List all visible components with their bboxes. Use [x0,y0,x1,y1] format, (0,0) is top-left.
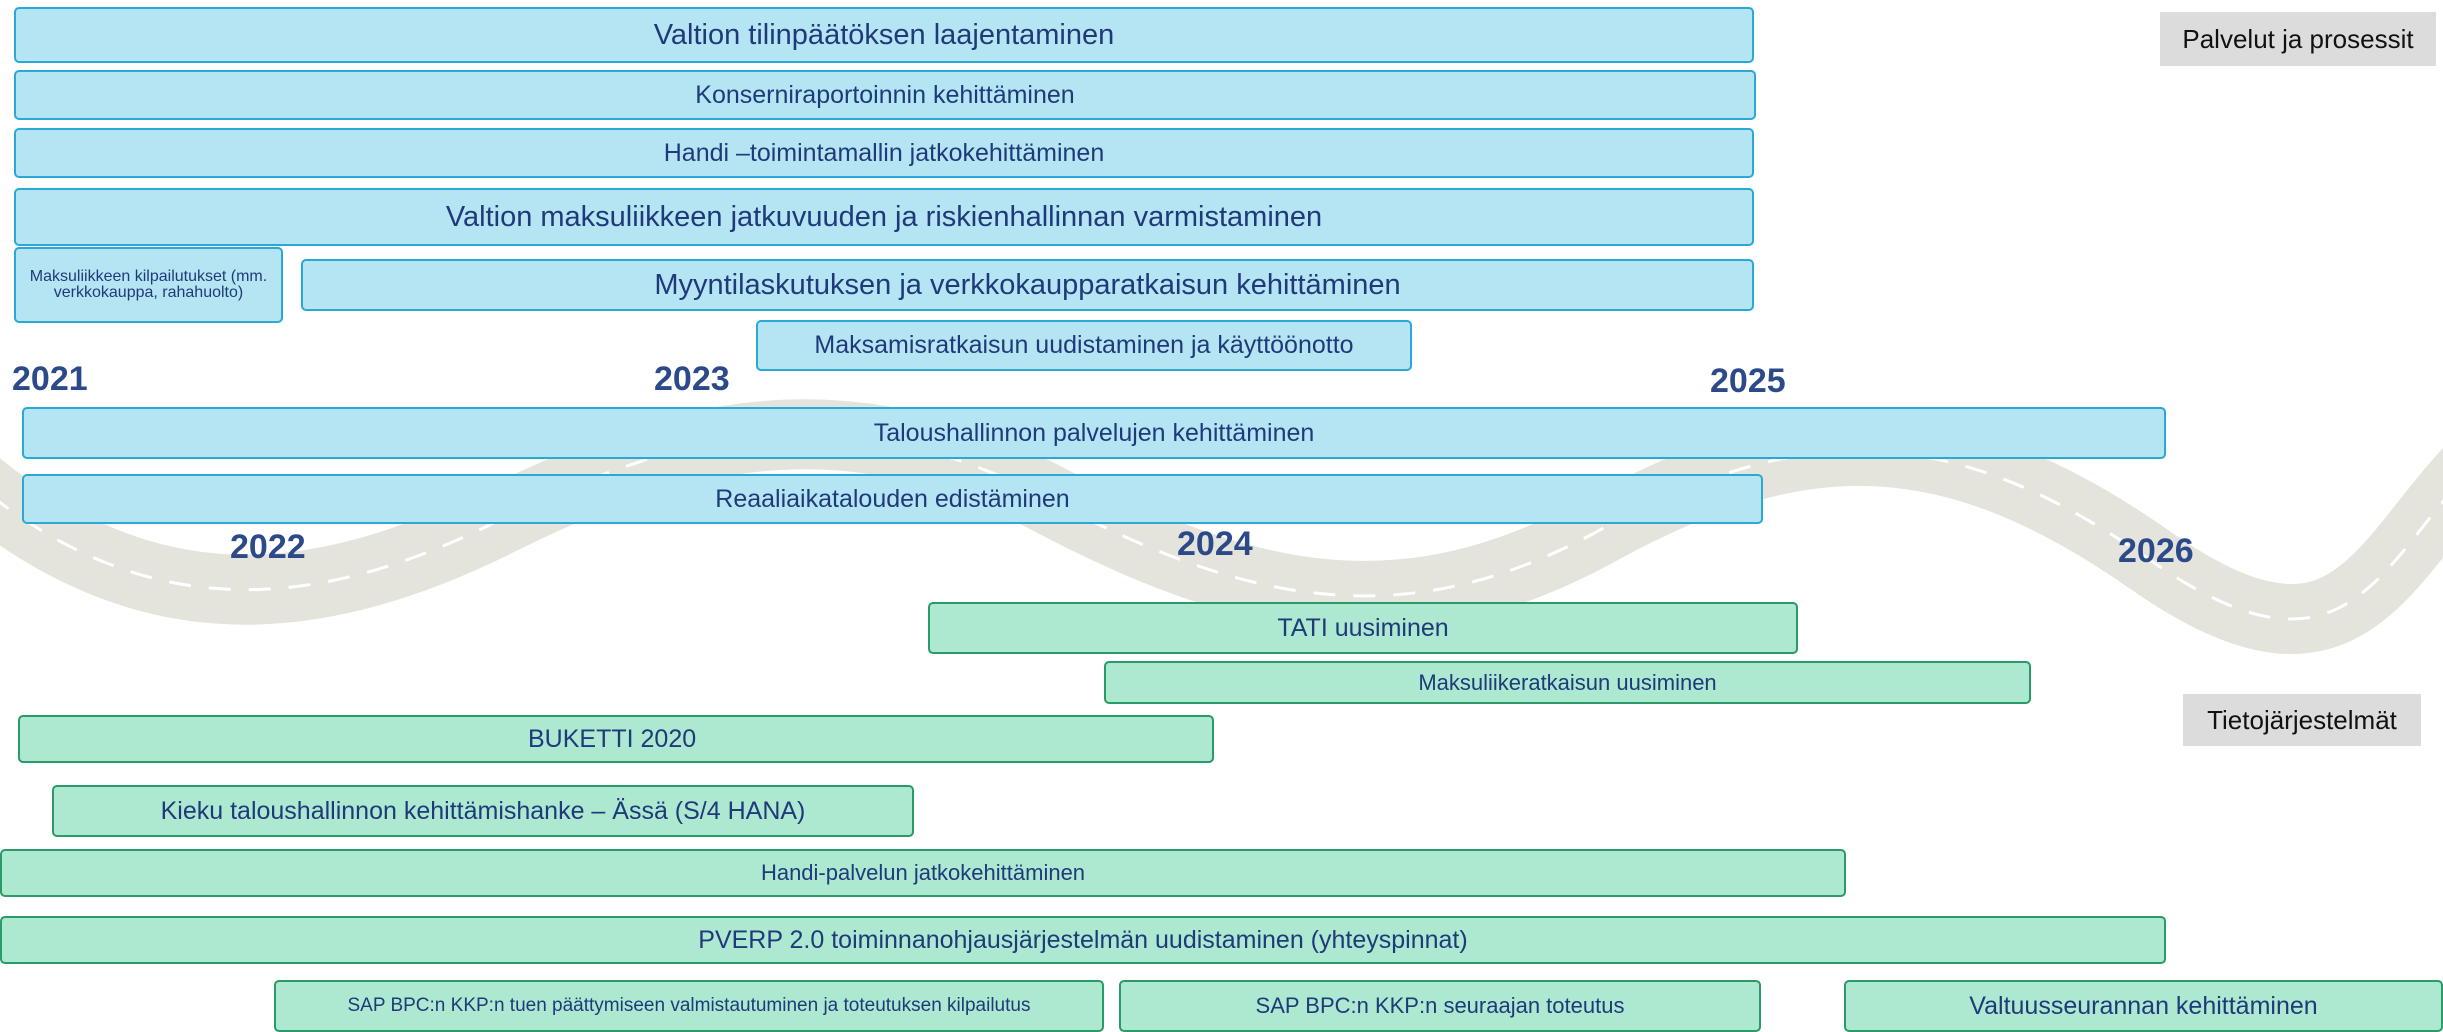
system-bar: TATI uusiminen [928,602,1798,654]
year-label-2026: 2026 [2118,532,2194,570]
system-bar: PVERP 2.0 toiminnanohjausjärjestelmän uu… [0,916,2166,964]
year-label-2021: 2021 [12,360,88,398]
service-bar-small: Maksuliikkeen kilpailutukset (mm. verkko… [14,247,283,323]
year-label-2024: 2024 [1177,525,1253,563]
service-bar: Valtion maksuliikkeen jatkuvuuden ja ris… [14,188,1754,246]
system-bar: BUKETTI 2020 [18,715,1214,763]
year-label-2023: 2023 [654,360,730,398]
service-bar: Taloushallinnon palvelujen kehittäminen [22,407,2166,459]
system-bar: Handi-palvelun jatkokehittäminen [0,849,1846,897]
service-bar: Valtion tilinpäätöksen laajentaminen [14,7,1754,63]
service-bar: Konserniraportoinnin kehittäminen [14,70,1756,120]
service-bar: Myyntilaskutuksen ja verkkokaupparatkais… [301,259,1754,311]
category-tag-systems: Tietojärjestelmät [2183,694,2421,746]
category-tag-services: Palvelut ja prosessit [2160,12,2436,66]
year-label-2022: 2022 [230,528,306,566]
system-bar: SAP BPC:n KKP:n seuraajan toteutus [1119,980,1761,1032]
system-bar: SAP BPC:n KKP:n tuen päättymiseen valmis… [274,980,1104,1032]
service-bar: Handi –toimintamallin jatkokehittäminen [14,128,1754,178]
system-bar: Maksuliikeratkaisun uusiminen [1104,661,2031,704]
service-bar: Maksamisratkaisun uudistaminen ja käyttö… [756,320,1412,371]
year-label-2025: 2025 [1710,362,1786,400]
system-bar: Valtuusseurannan kehittäminen [1844,980,2443,1032]
service-bar: Reaaliaikatalouden edistäminen [22,474,1763,524]
system-bar: Kieku taloushallinnon kehittämishanke – … [52,785,914,837]
